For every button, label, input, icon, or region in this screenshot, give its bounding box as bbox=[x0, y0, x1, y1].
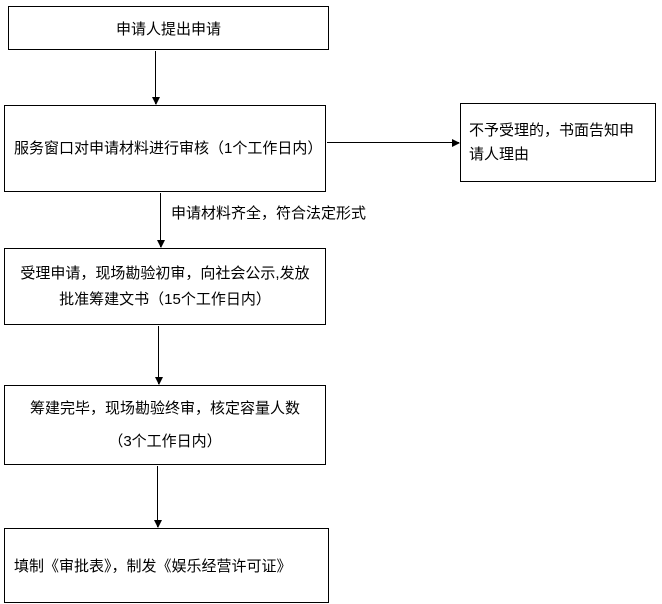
flow-step-final-line2: （3个工作日内） bbox=[108, 433, 222, 450]
flow-step-reject: 不予受理的，书面告知申请人理由 bbox=[460, 103, 656, 182]
flow-step-apply: 申请人提出申请 bbox=[8, 6, 329, 50]
arrow-condition-label: 申请材料齐全，符合法定形式 bbox=[171, 205, 367, 222]
flow-step-reject-label: 不予受理的，书面告知申请人理由 bbox=[469, 121, 635, 163]
flow-step-accept-line1: 受理申请，现场勘验初审，向社会公示,发放 bbox=[20, 264, 310, 282]
flow-step-apply-label: 申请人提出申请 bbox=[115, 20, 221, 38]
arrow-down-review-to-accept bbox=[157, 193, 165, 248]
flow-step-final-inspection: 筹建完毕，现场勘验终审，核定容量人数 （3个工作日内） bbox=[4, 385, 326, 465]
arrow-down-apply-to-review bbox=[152, 51, 160, 105]
flow-step-review-label: 服务窗口对申请材料进行审核（1个工作日内） bbox=[14, 139, 323, 157]
flow-step-accept: 受理申请，现场勘验初审，向社会公示,发放 批准筹建文书（15个工作日内） bbox=[4, 248, 326, 325]
flow-step-issue-license: 填制《审批表》，制发《娱乐经营许可证》 bbox=[4, 528, 329, 603]
flow-step-issue-label: 填制《审批表》，制发《娱乐经营许可证》 bbox=[14, 558, 292, 575]
arrow-right-review-to-reject bbox=[327, 138, 460, 147]
arrow-down-accept-to-final bbox=[155, 326, 163, 385]
flow-step-accept-line2: 批准筹建文书（15个工作日内） bbox=[59, 290, 271, 308]
flow-step-final-line1: 筹建完毕，现场勘验终审，核定容量人数 bbox=[29, 400, 300, 417]
flow-step-review: 服务窗口对申请材料进行审核（1个工作日内） bbox=[4, 105, 326, 192]
arrow-down-final-to-issue bbox=[154, 466, 162, 528]
